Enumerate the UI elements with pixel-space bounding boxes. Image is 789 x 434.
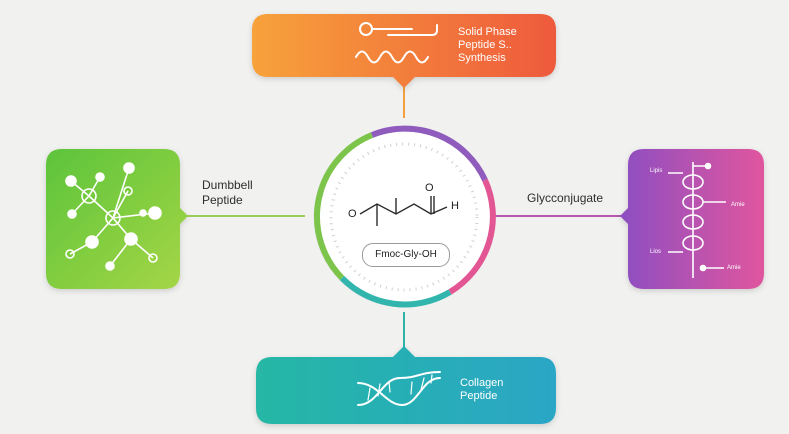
label-solid-phase: Solid Phase Peptide S.. Synthesis: [458, 26, 517, 65]
node-glycconjugate[interactable]: [620, 149, 764, 289]
skeletal-structure: [359, 196, 448, 226]
atom-oxygen-left: O: [348, 208, 357, 220]
node-dumbbell-peptide[interactable]: [46, 149, 188, 289]
label-dumbbell-peptide: Dumbbell Peptide: [202, 178, 253, 208]
helix-icon: [357, 371, 441, 407]
glycan-chain-icon: [668, 162, 726, 278]
peptide-synthesis-icon: [355, 22, 438, 64]
atom-oxygen-top: O: [425, 182, 434, 194]
label-line: Solid Phase: [458, 26, 517, 38]
atom-hydrogen: H: [451, 200, 459, 212]
ring-arc-teal: [339, 275, 452, 308]
label-line: Peptide: [202, 193, 243, 207]
label-glycconjugate: Glycconjugate: [527, 191, 603, 206]
glycan-label-amie-2: Amie: [727, 265, 741, 271]
ring-arc-pink: [448, 178, 496, 295]
label-line: Peptide S..: [458, 39, 512, 51]
ring-arc-green: [314, 132, 374, 281]
label-line: Collagen: [460, 377, 504, 389]
glycan-label-lipis: Lipis: [650, 168, 663, 174]
label-line: Synthesis: [458, 52, 506, 64]
node-collagen-peptide[interactable]: [256, 346, 556, 424]
label-collagen-peptide: Collagen Peptide: [460, 377, 503, 403]
network-molecule-icon: [65, 162, 162, 271]
ring-arc-purple: [370, 125, 488, 182]
glycan-label-lios: Lios: [650, 249, 662, 255]
label-line: Dumbbell: [202, 178, 253, 192]
center-molecule-ring: [313, 125, 496, 308]
compound-label: Fmoc-Gly-OH: [362, 243, 450, 267]
glycan-label-amie: Amie: [731, 202, 745, 208]
label-line: Peptide: [460, 390, 498, 402]
label-line: Glycconjugate: [527, 191, 604, 205]
node-solid-phase-peptide-synthesis[interactable]: [252, 14, 556, 88]
